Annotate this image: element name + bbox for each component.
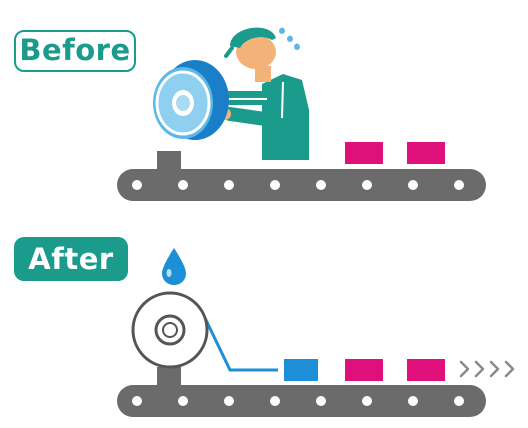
after-conveyor-rollers [132,396,464,406]
before-box-1 [345,142,383,164]
water-drop-icon [162,248,186,285]
after-box-2 [407,359,445,381]
after-box-1 [345,359,383,381]
after-conveyor [117,385,486,417]
auto-roll-icon [131,291,209,369]
before-conveyor-belt [117,169,486,201]
sweat-drops-icon [279,27,300,50]
tape-feed-line [203,317,278,372]
after-label: After [14,237,128,281]
before-conveyor [117,169,486,201]
tape-roll-icon [153,60,229,140]
before-label: Before [14,30,136,72]
chevron-right-icon [459,360,515,378]
before-conveyor-rollers [132,180,464,190]
after-box-taped [284,359,318,381]
before-roll-stand [157,151,181,169]
before-box-2 [407,142,445,164]
after-roll-stand [157,367,181,385]
after-conveyor-belt [117,385,486,417]
